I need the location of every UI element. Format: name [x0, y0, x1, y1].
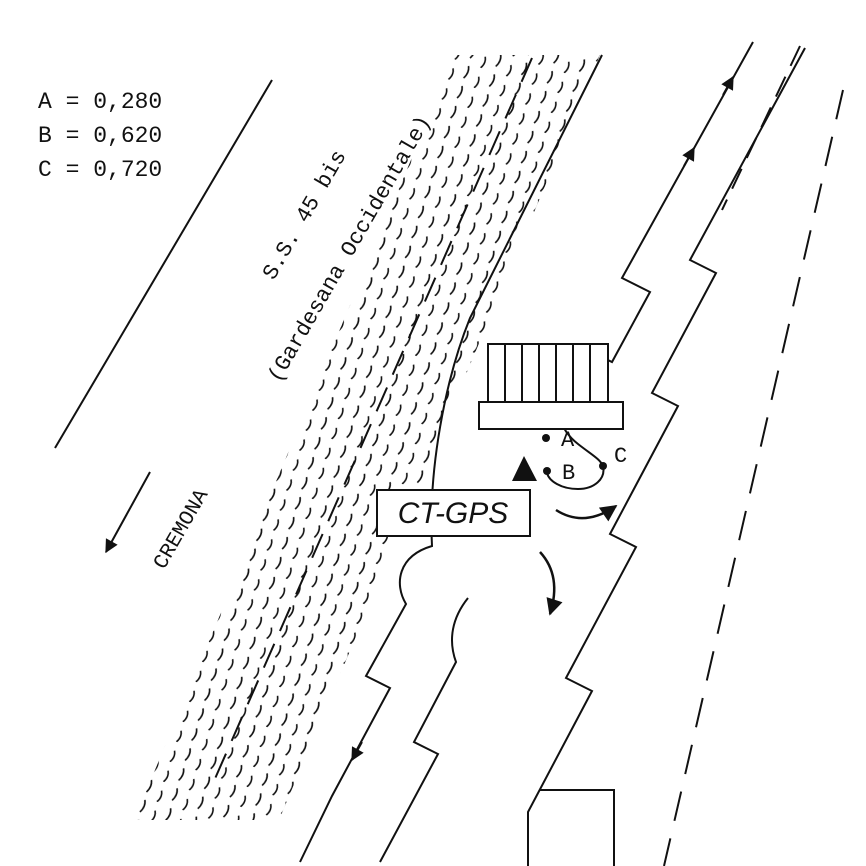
cremona-label: CREMONA	[150, 485, 214, 573]
turn-arrow-east	[555, 504, 618, 522]
point-b-label: B	[562, 461, 575, 486]
exit-road-right-edge	[379, 597, 469, 863]
legend-entry-b: B = 0,620	[38, 123, 162, 149]
steps-hatch-lines	[504, 344, 591, 402]
main-road-right-edge	[527, 47, 806, 866]
building-outline-bottom	[540, 789, 615, 866]
outer-road-dashed-line	[663, 89, 844, 866]
cremona-direction-arrow	[105, 471, 151, 554]
traffic-direction-arrow-north-2	[682, 146, 695, 167]
building-with-steps	[478, 343, 624, 430]
traffic-direction-arrow-north-1	[721, 75, 734, 96]
legend-entry-a: A = 0,280	[38, 89, 162, 115]
turn-arrow-south	[539, 551, 563, 616]
legend-entry-c: C = 0,720	[38, 157, 162, 183]
point-c-dot	[599, 462, 607, 470]
inner-road-dashed-line	[721, 45, 801, 211]
station-label-box	[376, 489, 531, 537]
roadside-vegetation-hatch	[134, 55, 600, 820]
point-b-dot	[543, 467, 551, 475]
gps-station-triangle-icon	[512, 456, 537, 481]
legend: A = 0,280 B = 0,620 C = 0,720	[38, 89, 162, 183]
central-road-left-edge	[299, 54, 603, 863]
point-c-label: C	[614, 444, 627, 469]
station-label: CT-GPS	[398, 497, 509, 530]
point-a-dot	[542, 434, 550, 442]
road-edge-far-left	[54, 79, 273, 449]
road-centerline-dashed	[209, 57, 533, 791]
point-a-label: A	[561, 428, 575, 453]
traffic-direction-arrow-south	[351, 741, 364, 762]
building-base	[478, 401, 624, 430]
steps-outline	[487, 343, 609, 403]
